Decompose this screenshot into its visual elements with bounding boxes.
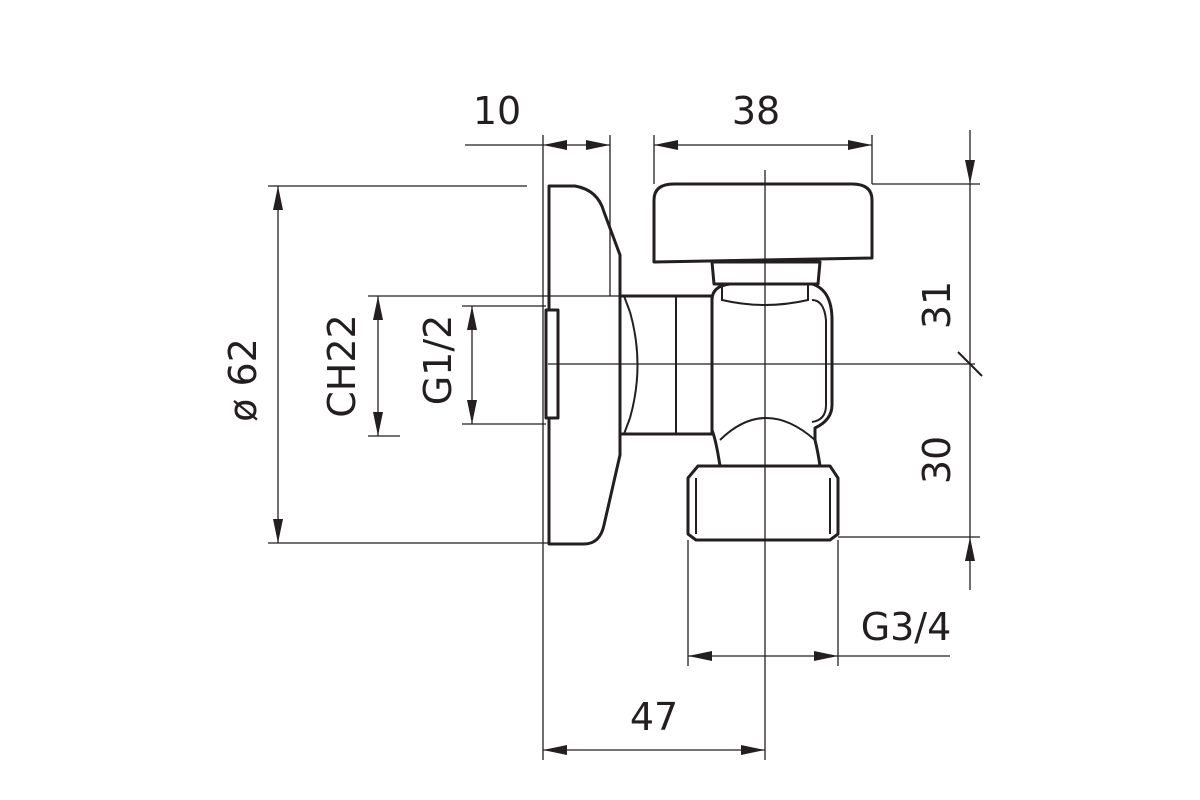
arrow-31-top [965, 160, 975, 184]
dimension-ch22: CH22 [320, 295, 620, 437]
dimension-g12: G1/2 [416, 305, 546, 425]
dimension-38: 38 [653, 89, 873, 184]
arrow-38-right [848, 140, 872, 150]
dim-label-10: 10 [473, 89, 521, 133]
valve-body-side-bulge [811, 299, 827, 423]
dimension-right-vertical: 31 30 [838, 130, 983, 590]
dimension-10: 10 [465, 89, 611, 760]
arrow-g12-bottom [467, 400, 477, 424]
dim-label-30: 30 [915, 436, 959, 484]
arrow-ch22-bottom [373, 412, 383, 436]
hex-nut-edge-bottom [623, 417, 631, 435]
wall-rosette [547, 184, 622, 546]
dimension-g34: G3/4 [687, 540, 952, 666]
arrow-ch22-top [373, 296, 383, 320]
arrow-30-bottom [965, 537, 975, 561]
arrow-10-left [543, 140, 567, 150]
dimension-diameter-62: ø 62 [221, 185, 549, 544]
valve-body-lower-curve [719, 417, 816, 441]
dim-label-g34: G3/4 [861, 605, 952, 649]
dim-label-g12: G1/2 [416, 315, 460, 406]
arrow-47-right [741, 745, 765, 755]
dim-label-31: 31 [915, 281, 959, 329]
dim-label-47: 47 [630, 695, 678, 739]
arrow-g12-top [467, 306, 477, 330]
hex-nut-edge-top [623, 295, 631, 313]
arrow-g34-left [688, 651, 712, 661]
tick-center-mark [957, 351, 983, 377]
arrow-47-left [543, 745, 567, 755]
handle-knob [652, 182, 874, 264]
dim-label-62: ø 62 [221, 338, 265, 422]
hex-nut [618, 294, 714, 436]
hex-nut-face-curve [629, 311, 639, 419]
stem-neck [710, 260, 822, 286]
dim-label-ch22: CH22 [320, 314, 364, 417]
dimension-47: 47 [543, 695, 765, 755]
arrow-62-top [273, 186, 283, 210]
arrow-62-bottom [273, 519, 283, 543]
dim-label-38: 38 [732, 89, 780, 133]
center-lines [548, 170, 975, 760]
arrow-g34-right [814, 651, 838, 661]
arrow-38-left [654, 140, 678, 150]
arrow-10-right [586, 140, 610, 150]
outlet-nut [686, 464, 840, 542]
